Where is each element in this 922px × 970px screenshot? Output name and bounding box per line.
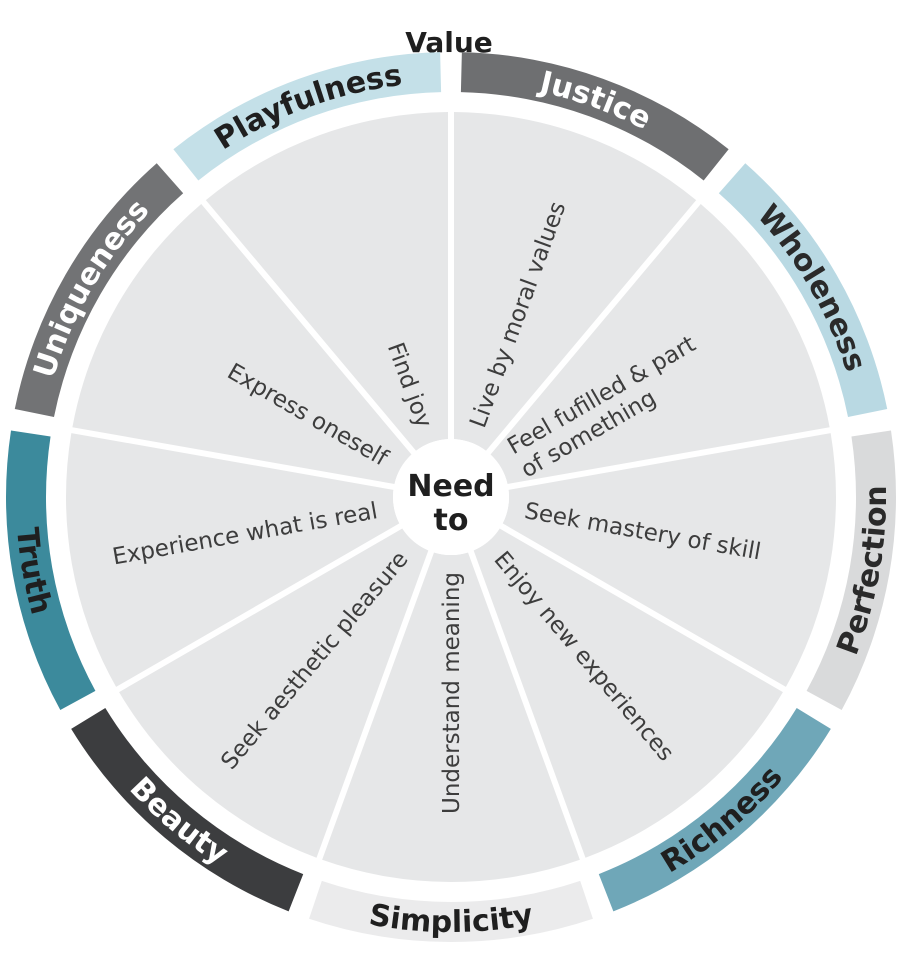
value-band-truth [5, 430, 96, 711]
value-band-richness [598, 708, 831, 912]
value-band-playfulness [173, 52, 442, 181]
need-wedge-wholeness [490, 204, 830, 484]
center-disc [393, 439, 509, 555]
value-bands [5, 52, 896, 942]
need-wedge-uniqueness [72, 204, 412, 484]
center-label-line2: to [434, 503, 469, 538]
need-wedge-richness [473, 528, 783, 858]
value-band-justice [460, 52, 729, 181]
need-wedge-truth [66, 433, 400, 687]
need-label-simplicity: Understand meaning [439, 572, 465, 814]
need-wedge-playfulness [205, 112, 449, 451]
center-label-line1: Need [407, 469, 494, 504]
need-wedge-justice [453, 112, 697, 451]
value-label-perfection: Perfection [830, 485, 894, 659]
value-band-uniqueness [14, 163, 184, 417]
value-band-wholeness [718, 163, 888, 417]
need-wedge-beauty [119, 528, 429, 858]
value-band-beauty [71, 708, 304, 912]
value-band-perfection [806, 430, 896, 711]
need-wedge-perfection [502, 433, 836, 687]
value-band-simplicity [309, 880, 593, 942]
need-wedges [66, 112, 836, 882]
need-wedge-simplicity [322, 552, 580, 882]
